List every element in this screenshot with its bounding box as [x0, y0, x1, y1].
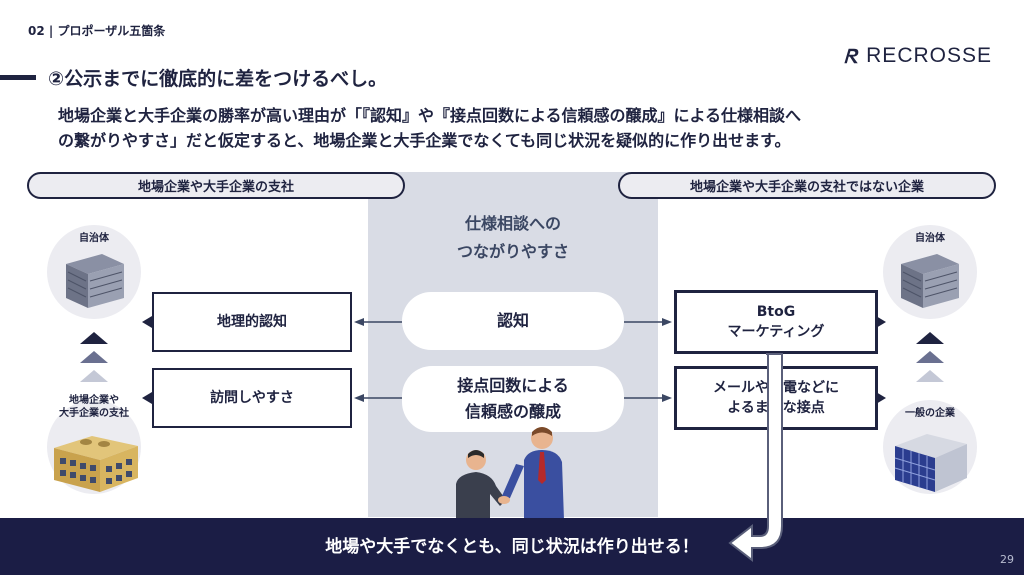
- oval-trust-line-1: 接点回数による: [457, 376, 569, 395]
- page-headline: ②公示までに徹底的に差をつけるべし。: [48, 68, 388, 90]
- box-easy-visit: 訪問しやすさ: [152, 368, 352, 428]
- center-title-line-2: つながりやすさ: [456, 242, 569, 261]
- box-frequent-contact: メールや架電などに よるまめな接点: [674, 366, 878, 430]
- intro-line-2: の繋がりやすさ」だと仮定すると、地場企業と大手企業でなくても同じ状況を疑似的に作…: [58, 131, 791, 150]
- left-branch-label-line-2: 大手企業の支社: [59, 408, 129, 419]
- box-contact-line-2: よるまめな接点: [727, 400, 825, 416]
- government-building-icon: [901, 254, 959, 308]
- box-contact-line-1: メールや架電などに: [713, 380, 839, 396]
- right-company-label: 一般の企業: [905, 408, 955, 419]
- logo-text: RECROSSE: [866, 44, 992, 67]
- oval-awareness: 認知: [402, 292, 624, 350]
- box-geographic-awareness: 地理的認知: [152, 292, 352, 352]
- box-btog-marketing: BtoG マーケティング: [674, 290, 878, 354]
- handshake-illustration: [456, 427, 564, 520]
- section-label: 02 | プロポーザル五箇条: [28, 24, 166, 38]
- left-branch-label-line-1: 地場企業や: [69, 395, 119, 406]
- headline-accent-bar: [0, 75, 36, 80]
- company-logo: RECROSSE: [842, 40, 992, 72]
- intro-paragraph: 地場企業と大手企業の勝率が高い理由が「『認知』や『接点回数による信頼感の醸成』に…: [58, 103, 1018, 153]
- center-panel-title: 仕様相談への つながりやすさ: [368, 210, 658, 266]
- office-building-icon: [894, 434, 967, 492]
- box-btog-line-1: BtoG: [756, 304, 796, 320]
- oval-trust-line-2: 信頼感の醸成: [464, 402, 561, 421]
- recrosse-logo-icon: [844, 48, 859, 64]
- left-government-label: 自治体: [79, 233, 109, 244]
- intro-line-1: 地場企業と大手企業の勝率が高い理由が「『認知』や『接点回数による信頼感の醸成』に…: [58, 106, 802, 125]
- page-number: 29: [1000, 553, 1014, 566]
- center-title-line-1: 仕様相談への: [464, 214, 561, 233]
- left-column-header: 地場企業や大手企業の支社: [27, 172, 405, 199]
- right-column-header: 地場企業や大手企業の支社ではない企業: [618, 172, 996, 199]
- left-branch-label: 地場企業や 大手企業の支社: [40, 394, 148, 420]
- government-building-icon: [66, 254, 124, 308]
- box-btog-line-2: マーケティング: [727, 324, 825, 340]
- branch-office-building-icon: [54, 436, 138, 492]
- footer-bar: [0, 518, 1024, 575]
- footer-message: 地場や大手でなくとも、同じ状況は作り出せる！: [325, 537, 699, 557]
- oval-trust-building: 接点回数による 信頼感の醸成: [402, 366, 624, 432]
- right-government-label: 自治体: [915, 233, 945, 244]
